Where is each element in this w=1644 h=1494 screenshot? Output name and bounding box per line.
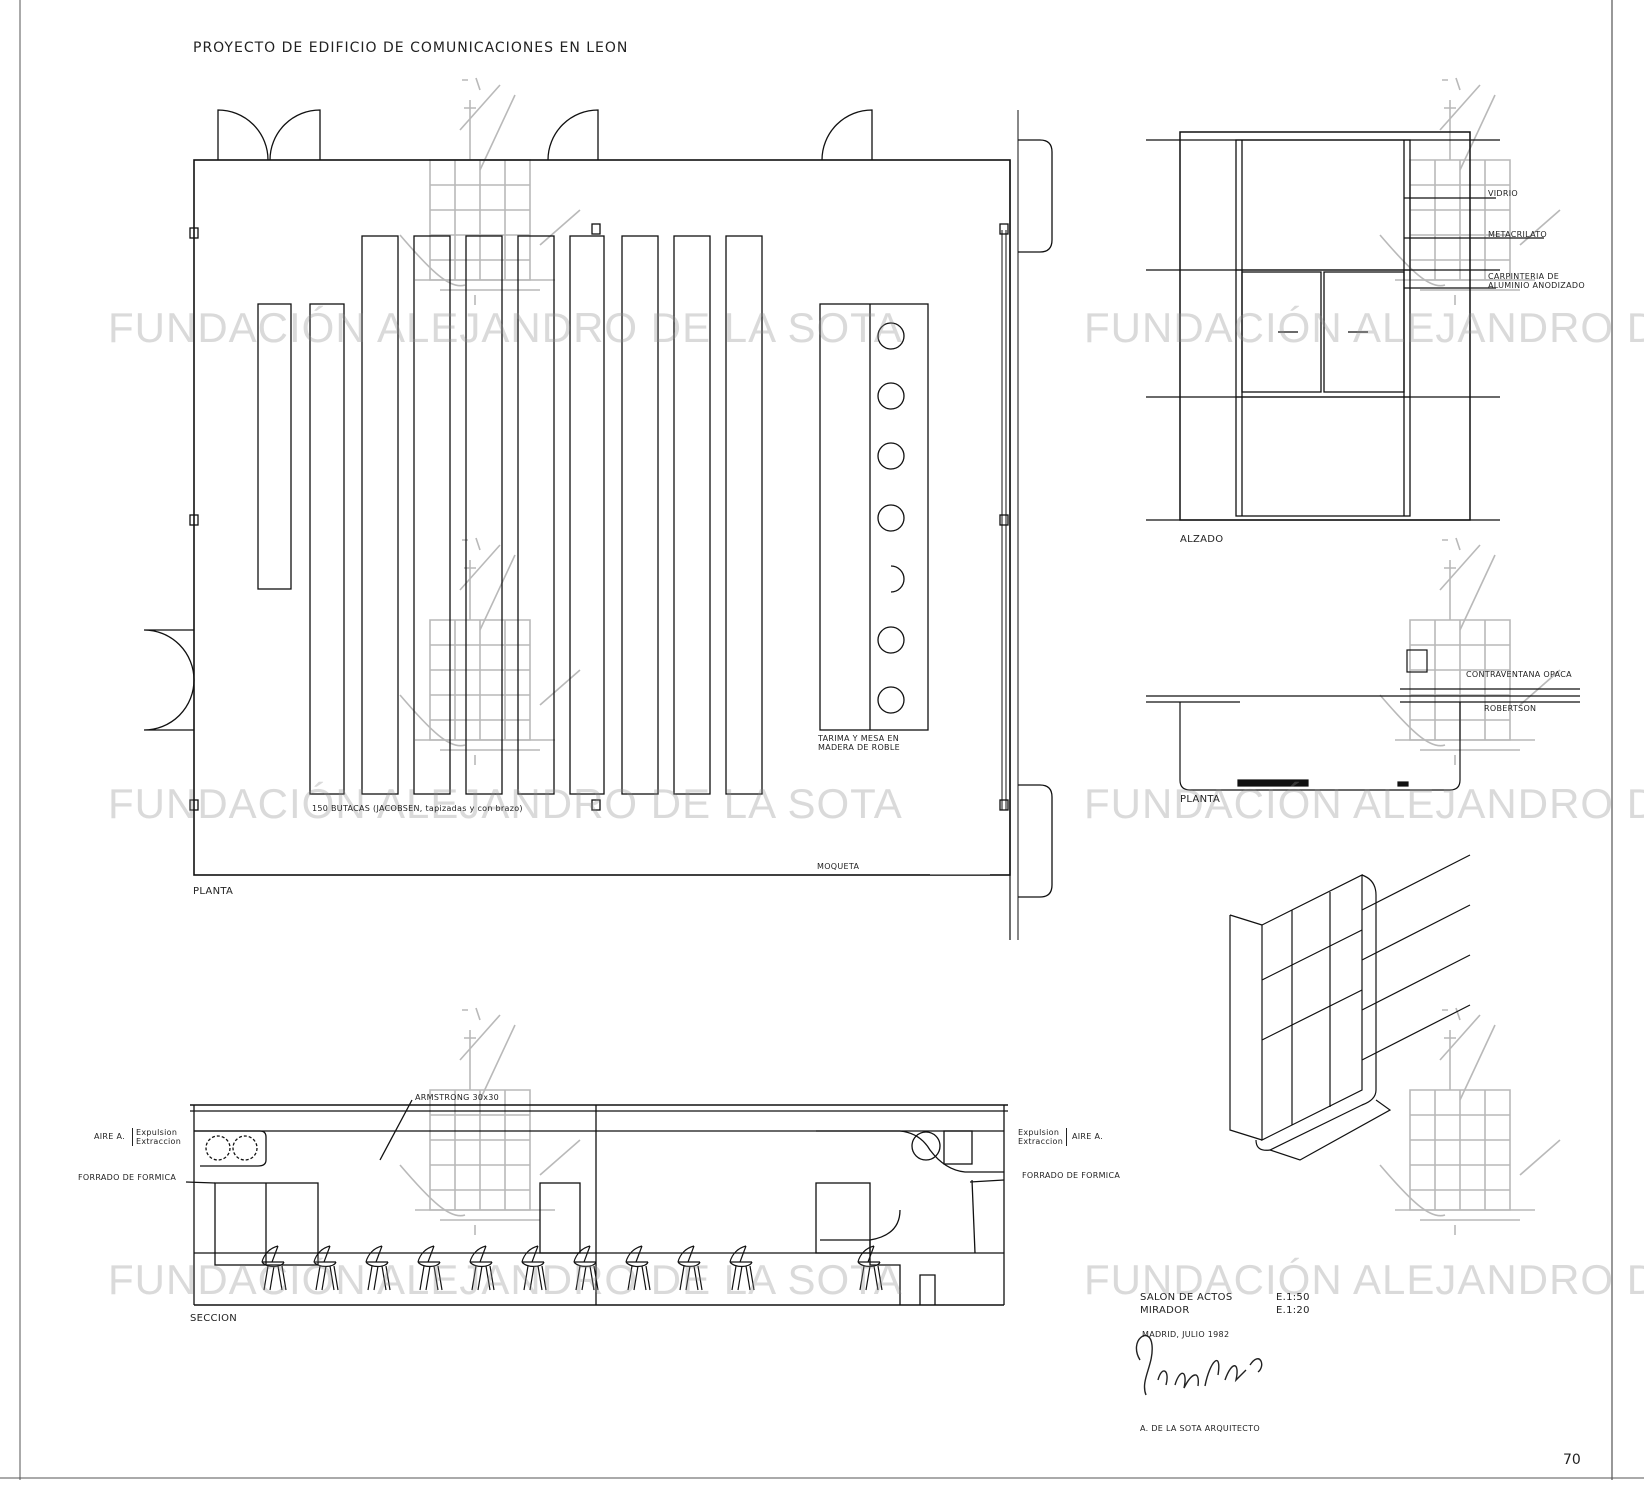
section-label: SECCION — [190, 1313, 238, 1324]
watermark-text: FUNDACIÓN ALEJANDRO DE LA SOTA — [108, 304, 903, 351]
glass-note: VIDRIO — [1488, 189, 1519, 198]
window-elevation — [1146, 131, 1544, 521]
window-detail-plan — [1146, 649, 1580, 791]
seats-note: 150 BUTACAS (JACOBSEN, tapizadas y con b… — [312, 804, 523, 813]
plan-label: PLANTA — [193, 886, 234, 897]
watermark-text: FUNDACIÓN ALEJANDRO DE — [1084, 780, 1644, 827]
extraccion-right: Extraccion — [1018, 1137, 1064, 1147]
frame-note-line1: CARPINTERIA DE — [1488, 272, 1560, 281]
stage-note: TARIMA Y MESA EN MADERA DE ROBLE — [818, 734, 900, 752]
watermark-sketches — [399, 77, 1561, 1236]
formica-left-note: FORRADO DE FORMICA — [78, 1173, 177, 1182]
window-plan-label: PLANTA — [1180, 794, 1221, 805]
stage-note-line2: MADERA DE ROBLE — [818, 743, 900, 753]
floor-note: MOQUETA — [817, 862, 860, 871]
robertson-note: ROBERTSON — [1484, 704, 1537, 713]
acrylic-note: METACRILATO — [1488, 230, 1548, 239]
ceiling-note: ARMSTRONG 30x30 — [415, 1093, 500, 1102]
air-right-label: AIRE A. — [1072, 1132, 1103, 1141]
auditorium-plan — [143, 109, 1053, 940]
expulsion-left: Expulsion — [136, 1128, 178, 1137]
sheet-title: PROYECTO DE EDIFICIO DE COMUNICACIONES E… — [193, 40, 629, 56]
page-number: 70 — [1563, 1452, 1581, 1468]
watermark-text: FUNDACIÓN ALEJANDRO DE LA SOTA — [108, 780, 903, 827]
place-date: MADRID, JULIO 1982 — [1142, 1330, 1230, 1339]
title-row2-scale: E.1:20 — [1276, 1305, 1310, 1316]
frame-note: CARPINTERIA DE ALUMINIO ANODIZADO — [1488, 272, 1585, 290]
formica-right-note: FORRADO DE FORMICA — [1022, 1171, 1121, 1180]
extraccion-left: Extraccion — [136, 1137, 182, 1147]
title-row1-scale: E.1:50 — [1276, 1292, 1310, 1303]
air-left-label: AIRE A. — [94, 1132, 125, 1141]
architect-signature — [1135, 1334, 1263, 1396]
air-left-detail: Expulsion Extraccion — [132, 1128, 182, 1147]
air-right-detail: Expulsion Extraccion — [1018, 1128, 1068, 1147]
frame-note-line2: ALUMINIO ANODIZADO — [1488, 281, 1585, 291]
elevation-label: ALZADO — [1180, 534, 1224, 545]
axonometric-detail — [1229, 854, 1471, 1161]
stage-note-line1: TARIMA Y MESA EN — [818, 734, 900, 743]
watermark-text: FUNDACIÓN ALEJANDRO DE — [1084, 1256, 1644, 1303]
shutter-note: CONTRAVENTANA OPACA — [1466, 670, 1572, 679]
title-row2-name: MIRADOR — [1140, 1305, 1190, 1316]
auditorium-section — [185, 1099, 1008, 1306]
watermark-text: FUNDACIÓN ALEJANDRO DE — [1084, 304, 1644, 351]
architect-name: A. DE LA SOTA ARQUITECTO — [1140, 1424, 1260, 1433]
expulsion-right: Expulsion — [1018, 1128, 1060, 1137]
title-row1-name: SALON DE ACTOS — [1140, 1292, 1233, 1303]
watermark-text: FUNDACIÓN ALEJANDRO DE LA SOTA — [108, 1256, 903, 1303]
